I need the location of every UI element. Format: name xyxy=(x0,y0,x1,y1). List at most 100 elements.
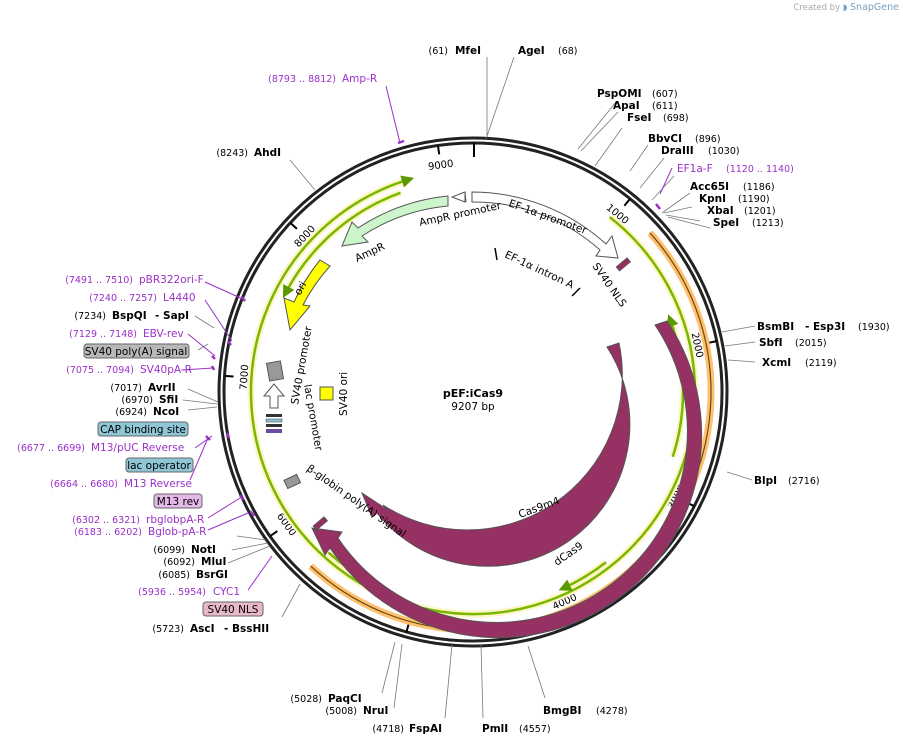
tick-label-9000: 9000 xyxy=(427,159,454,173)
box-cap-binding-site[interactable] xyxy=(97,421,189,437)
site-pspomi[interactable]: PspOMI xyxy=(597,88,642,100)
feature-sv40-ori[interactable] xyxy=(319,386,334,401)
site-kpni-pos: (1190) xyxy=(738,194,770,205)
feature-cas9m4[interactable] xyxy=(360,342,631,567)
site-fspai[interactable]: FspAI xyxy=(409,723,442,735)
label-ef1a-intron-a: EF-1α intron A xyxy=(503,249,577,292)
credit-brand: SnapGene xyxy=(850,2,899,13)
box-lac-operator[interactable] xyxy=(125,457,194,473)
site-bbvci[interactable]: BbvCI xyxy=(648,133,682,145)
site-spei[interactable]: SpeI xyxy=(713,217,739,229)
feature-beta-globin-small[interactable] xyxy=(283,473,302,490)
feature-ori[interactable] xyxy=(283,259,331,332)
site-kpni[interactable]: KpnI xyxy=(699,193,726,205)
site-avrii[interactable]: AvrII xyxy=(148,382,176,394)
site-ncoi[interactable]: NcoI xyxy=(153,406,179,418)
primer-ef1a-f-pos: (1120 .. 1140) xyxy=(726,164,794,175)
site-fsei-pos: (698) xyxy=(663,113,689,124)
feature-sv40-promoter[interactable] xyxy=(262,383,286,409)
primer-ampr[interactable]: Amp-R xyxy=(342,73,377,85)
site-xbai-pos: (1201) xyxy=(744,206,776,217)
site-agei[interactable]: AgeI xyxy=(518,45,545,57)
site-noti[interactable]: NotI xyxy=(191,544,216,556)
feature-dcas9[interactable] xyxy=(311,320,703,639)
orf-ampr xyxy=(282,191,401,298)
feature-sv40-nls[interactable] xyxy=(615,257,631,272)
primer-l4440[interactable]: L4440 xyxy=(163,292,196,304)
site-sfii[interactable]: SfiI xyxy=(159,394,178,406)
tick-mark-1000 xyxy=(623,198,631,207)
backbone-outer xyxy=(217,136,729,648)
lac-block-1 xyxy=(266,414,282,417)
site-bsmbi[interactable]: BsmBI xyxy=(757,321,794,333)
feature-ampr-promoter[interactable] xyxy=(450,191,467,203)
primer-m13-reverse-pos: (6664 .. 6680) xyxy=(50,479,118,490)
site-ahdi[interactable]: AhdI xyxy=(254,147,281,159)
primer-sv40pa-r[interactable]: SV40pA-R xyxy=(140,364,192,376)
primer-cyc1[interactable]: CYC1 xyxy=(213,586,240,598)
tick-mark-9000 xyxy=(436,145,441,155)
site-mfei[interactable]: MfeI xyxy=(455,45,481,57)
feature-sv40-poly-a[interactable] xyxy=(265,360,285,382)
primer-labels: (8793 .. 8812) Amp-R (7491 .. 7510) pBR3… xyxy=(17,73,377,598)
primer-ampr-pos: (8793 .. 8812) xyxy=(268,74,336,85)
site-sapi[interactable]: - SapI xyxy=(155,310,189,322)
primer-pbr322ori-f-pos: (7491 .. 7510) xyxy=(65,275,133,286)
site-esp3i[interactable]: - Esp3I xyxy=(805,321,845,333)
label-ef1a-promoter: EF-1α promoter xyxy=(507,198,589,238)
site-fsei[interactable]: FseI xyxy=(627,112,651,124)
feature-ef1a-promoter[interactable] xyxy=(471,191,619,259)
site-nrui[interactable]: NruI xyxy=(363,705,388,717)
box-sv40-polya[interactable] xyxy=(83,343,190,359)
site-paqci[interactable]: PaqCI xyxy=(328,693,362,705)
primer-m13-reverse[interactable]: M13 Reverse xyxy=(124,478,192,490)
lac-block-3 xyxy=(266,424,282,427)
site-mlui[interactable]: MluI xyxy=(201,556,226,568)
orf-bottom-right xyxy=(558,561,607,591)
orf-dcas9-outer xyxy=(310,232,712,631)
site-xbai[interactable]: XbaI xyxy=(707,205,734,217)
primer-ebv-rev[interactable]: EBV-rev xyxy=(143,328,184,340)
site-bsshii[interactable]: - BssHII xyxy=(224,623,269,635)
primer-ef1a-f[interactable]: EF1a-F xyxy=(677,163,713,175)
site-agei-pos: (68) xyxy=(558,46,578,57)
site-esp3i-pos: (1930) xyxy=(858,322,890,333)
snapgene-credit: Created by ◗ SnapGene xyxy=(793,2,899,13)
primer-pbr322ori-f[interactable]: pBR322ori-F xyxy=(139,274,204,286)
site-sbfi[interactable]: SbfI xyxy=(759,337,783,349)
tick-mark-7000 xyxy=(224,374,234,378)
site-apai[interactable]: ApaI xyxy=(613,100,640,112)
snapgene-logo-icon: ◗ xyxy=(842,3,848,13)
site-bsrgi[interactable]: BsrGI xyxy=(196,569,228,581)
label-sv40-ori: SV40 ori xyxy=(338,372,350,416)
site-pmli[interactable]: PmlI xyxy=(482,723,508,735)
primer-bglob-pa-r[interactable]: Bglob-pA-R xyxy=(148,526,206,538)
site-ahdi-pos: (8243) xyxy=(216,148,248,159)
site-xcmi[interactable]: XcmI xyxy=(762,357,791,369)
site-blpi[interactable]: BlpI xyxy=(754,475,777,487)
site-ncoi-pos: (6924) xyxy=(115,407,147,418)
feature-beta-globin-nls[interactable] xyxy=(312,516,328,531)
primer-rbglobpa-r[interactable]: rbglobpA-R xyxy=(146,514,204,526)
site-mfei-pos: (61) xyxy=(428,46,448,57)
site-mlui-pos: (6092) xyxy=(163,557,195,568)
primer-m13-puc-reverse-pos: (6677 .. 6699) xyxy=(17,443,85,454)
primer-cyc1-pos: (5936 .. 5954) xyxy=(138,587,206,598)
site-asci-pos: (5723) xyxy=(152,624,184,635)
site-asci[interactable]: AscI xyxy=(190,623,215,635)
feature-ampr[interactable] xyxy=(341,195,449,247)
primer-m13-puc-reverse[interactable]: M13/pUC Reverse xyxy=(91,442,184,454)
site-nrui-pos: (5008) xyxy=(325,706,357,717)
box-sv40-nls[interactable] xyxy=(202,601,264,617)
site-bspqi[interactable]: BspQI xyxy=(112,310,147,322)
site-acc65i[interactable]: Acc65I xyxy=(690,181,729,193)
tick-mark-8000 xyxy=(289,222,298,230)
site-draiii[interactable]: DraIII xyxy=(661,145,694,157)
box-m13-rev[interactable] xyxy=(153,493,203,509)
intron-end-marker xyxy=(571,287,581,297)
site-bmgbi[interactable]: BmgBI xyxy=(543,705,581,717)
boxed-labels: SV40 poly(A) signal CAP binding site lac… xyxy=(83,343,264,617)
intron-start-marker xyxy=(494,247,498,261)
site-bsrgi-pos: (6085) xyxy=(158,570,190,581)
